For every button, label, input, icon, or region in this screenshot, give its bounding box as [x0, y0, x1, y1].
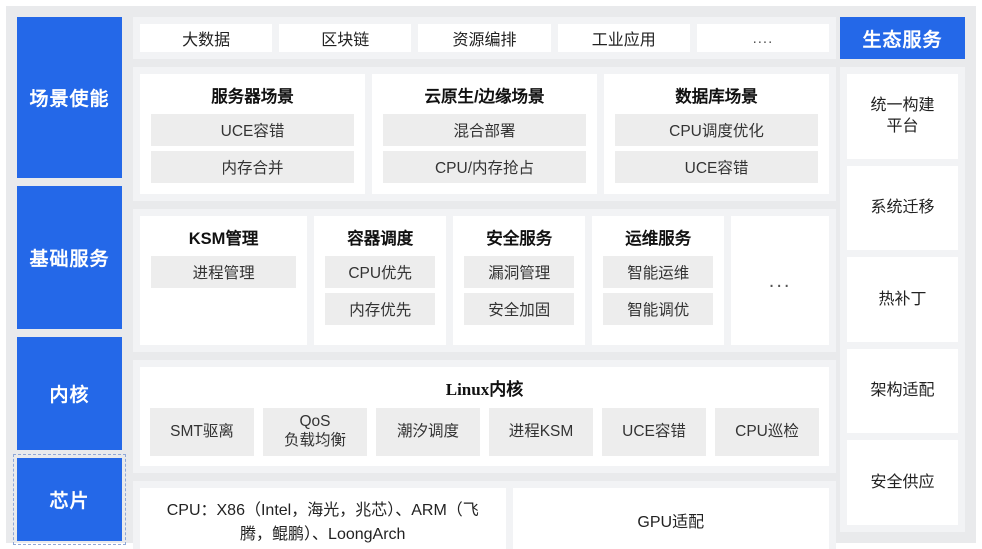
tag-big-data[interactable]: 大数据 [140, 24, 273, 52]
card-item[interactable]: 内存优先 [325, 293, 436, 325]
card-item[interactable]: 安全加固 [464, 293, 575, 325]
tag-blockchain[interactable]: 区块链 [279, 24, 412, 52]
card-item[interactable]: CPU/内存抢占 [383, 151, 586, 183]
card-title: 服务器场景 [211, 88, 294, 106]
chip-band: CPU：X86（Intel，海光，兆芯）、ARM（飞腾，鲲鹏）、LoongArc… [133, 481, 836, 549]
scene-card-database[interactable]: 数据库场景 CPU调度优化 UCE容错 [604, 74, 829, 194]
layer-content-column: 大数据 区块链 资源编排 工业应用 .... 服务器场景 UCE容错 内存合并 … [133, 6, 836, 549]
base-card-ksm[interactable]: KSM管理 进程管理 [140, 216, 308, 345]
kernel-title: Linux内核 [445, 380, 524, 399]
eco-item-unified-build-platform[interactable]: 统一构建 平台 [847, 74, 958, 159]
diagram-frame: 场景使能 基础服务 内核 芯片 大数据 区块链 资源编排 工业应用 .... 服… [6, 6, 976, 549]
eco-service-column: 生态服务 统一构建 平台 系统迁移 热补丁 架构适配 安全供应 [836, 6, 976, 543]
chip-gpu-support[interactable]: GPU适配 [512, 488, 829, 549]
kernel-feature-uce[interactable]: UCE容错 [602, 408, 706, 456]
card-item[interactable]: UCE容错 [615, 151, 818, 183]
ellipsis-icon: ... [768, 269, 792, 292]
base-service-band: KSM管理 进程管理 容器调度 CPU优先 内存优先 安全服务 漏洞管理 安全加… [133, 209, 836, 352]
kernel-feature-list: SMT驱离 QoS 负载均衡 潮汐调度 进程KSM UCE容错 CPU巡检 [150, 408, 819, 456]
base-card-container-scheduling[interactable]: 容器调度 CPU优先 内存优先 [314, 216, 447, 345]
kernel-feature-process-ksm[interactable]: 进程KSM [489, 408, 593, 456]
card-item[interactable]: 漏洞管理 [464, 256, 575, 288]
layer-label-chip[interactable]: 芯片 [13, 454, 126, 545]
application-tag-strip: 大数据 区块链 资源编排 工业应用 .... [133, 17, 836, 59]
tag-more[interactable]: .... [696, 24, 830, 52]
card-title: KSM管理 [188, 230, 259, 248]
base-card-security-service[interactable]: 安全服务 漏洞管理 安全加固 [453, 216, 586, 345]
card-title: 数据库场景 [675, 88, 758, 106]
eco-item-system-migration[interactable]: 系统迁移 [847, 165, 958, 251]
eco-service-list: 统一构建 平台 系统迁移 热补丁 架构适配 安全供应 [840, 67, 965, 532]
card-item[interactable]: 混合部署 [383, 114, 586, 146]
kernel-feature-smt[interactable]: SMT驱离 [150, 408, 254, 456]
scene-band: 服务器场景 UCE容错 内存合并 云原生/边缘场景 混合部署 CPU/内存抢占 … [133, 67, 836, 201]
kernel-card[interactable]: Linux内核 SMT驱离 QoS 负载均衡 潮汐调度 进程KSM UCE容错 … [140, 367, 829, 466]
eco-item-secure-supply[interactable]: 安全供应 [847, 440, 958, 525]
layer-label-scene[interactable]: 场景使能 [17, 17, 122, 178]
tag-industrial-application[interactable]: 工业应用 [557, 24, 690, 52]
eco-item-architecture-adaptation[interactable]: 架构适配 [847, 348, 958, 434]
card-item[interactable]: 进程管理 [151, 256, 297, 288]
kernel-feature-tidal-scheduling[interactable]: 潮汐调度 [376, 408, 480, 456]
card-title: 运维服务 [625, 230, 692, 248]
eco-item-hot-patch[interactable]: 热补丁 [847, 257, 958, 342]
tag-resource-orchestration[interactable]: 资源编排 [418, 24, 551, 52]
kernel-feature-qos[interactable]: QoS 负载均衡 [263, 408, 367, 456]
card-item[interactable]: 智能运维 [603, 256, 714, 288]
card-title: 容器调度 [347, 230, 414, 248]
scene-card-cloud-native-edge[interactable]: 云原生/边缘场景 混合部署 CPU/内存抢占 [372, 74, 597, 194]
card-title: 云原生/边缘场景 [424, 88, 545, 106]
eco-service-title[interactable]: 生态服务 [840, 17, 965, 59]
card-item[interactable]: CPU调度优化 [615, 114, 818, 146]
layer-label-kernel[interactable]: 内核 [17, 337, 122, 450]
layer-label-base[interactable]: 基础服务 [17, 186, 122, 329]
card-item[interactable]: CPU优先 [325, 256, 436, 288]
kernel-feature-cpu-inspection[interactable]: CPU巡检 [715, 408, 819, 456]
card-title: 安全服务 [486, 230, 553, 248]
card-item[interactable]: UCE容错 [151, 114, 354, 146]
scene-card-server[interactable]: 服务器场景 UCE容错 内存合并 [140, 74, 365, 194]
chip-cpu-support[interactable]: CPU：X86（Intel，海光，兆芯）、ARM（飞腾，鲲鹏）、LoongArc… [140, 488, 506, 549]
layer-rail: 场景使能 基础服务 内核 芯片 [6, 6, 133, 545]
base-card-ops-service[interactable]: 运维服务 智能运维 智能调优 [592, 216, 725, 345]
base-card-more[interactable]: ... [731, 216, 829, 345]
card-item[interactable]: 内存合并 [151, 151, 354, 183]
kernel-band: Linux内核 SMT驱离 QoS 负载均衡 潮汐调度 进程KSM UCE容错 … [133, 360, 836, 473]
card-item[interactable]: 智能调优 [603, 293, 714, 325]
